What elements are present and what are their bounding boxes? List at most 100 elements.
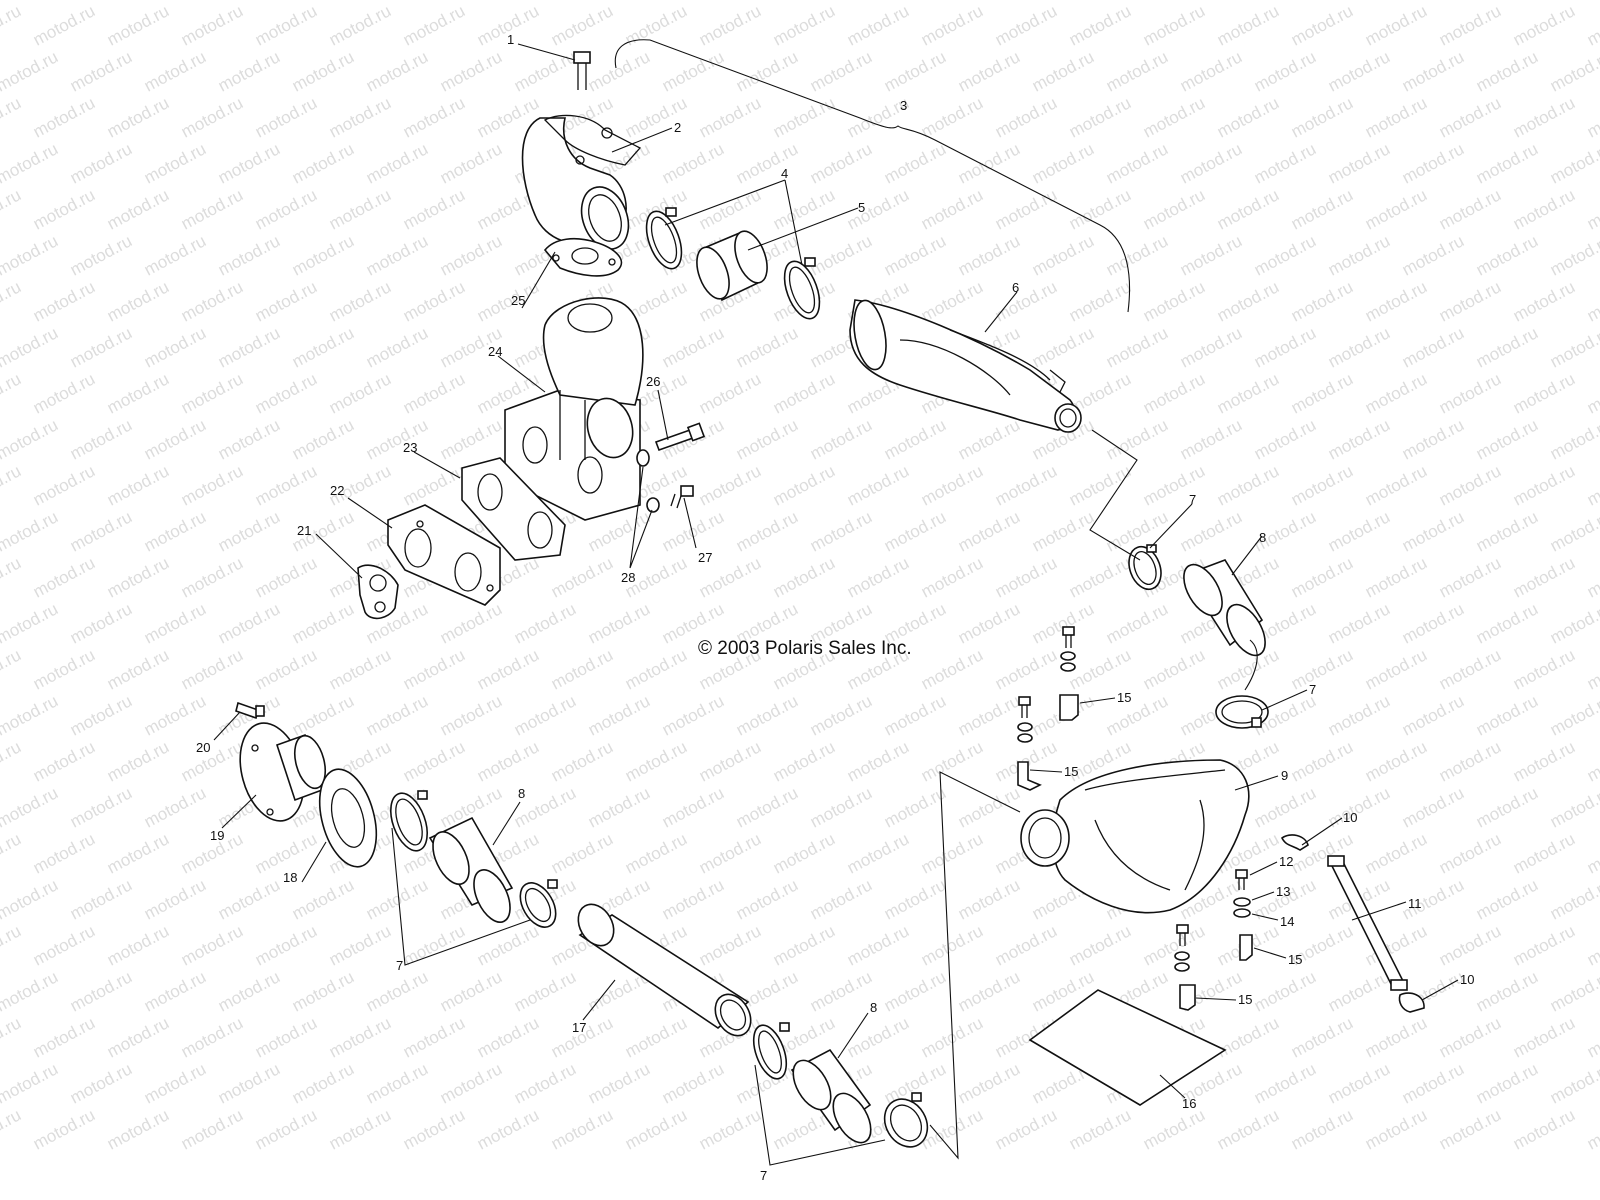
watermark-text: motod.ru — [141, 0, 209, 4]
watermark-text: motod.ru — [141, 1059, 209, 1107]
watermark-text: motod.ru — [1473, 323, 1541, 371]
watermark-text: motod.ru — [0, 691, 61, 739]
watermark-text: motod.ru — [585, 599, 653, 647]
parts-layer — [235, 51, 1425, 1148]
part-strap-11 — [1327, 855, 1408, 991]
part-exhaust-elbow-2 — [521, 114, 642, 250]
watermark-text: motod.ru — [30, 1, 98, 49]
watermark-text: motod.ru — [1362, 1013, 1430, 1061]
watermark-text: motod.ru — [807, 691, 875, 739]
watermark-text: motod.ru — [918, 277, 986, 325]
watermark-text: motod.ru — [1547, 599, 1600, 647]
watermark-text: motod.ru — [918, 1, 986, 49]
callout-5: 5 — [858, 200, 865, 215]
watermark-text: motod.ru — [659, 0, 727, 4]
callout-9: 9 — [1281, 768, 1288, 783]
watermark-text: motod.ru — [437, 691, 505, 739]
watermark-text: motod.ru — [696, 737, 764, 785]
watermark-text: motod.ru — [696, 1105, 764, 1153]
watermark-text: motod.ru — [511, 691, 579, 739]
part-clamp-7b — [1215, 695, 1269, 729]
part-clamp-4b — [783, 257, 821, 320]
watermark-text: motod.ru — [659, 323, 727, 371]
watermark-text: motod.ru — [1103, 231, 1171, 279]
watermark-text: motod.ru — [1399, 323, 1467, 371]
watermark-text: motod.ru — [1140, 185, 1208, 233]
watermark-text: motod.ru — [0, 599, 61, 647]
callout-26: 26 — [646, 374, 660, 389]
callout-19: 19 — [210, 828, 224, 843]
watermark-text: motod.ru — [696, 461, 764, 509]
watermark-text: motod.ru — [178, 277, 246, 325]
watermark-text: motod.ru — [1103, 599, 1171, 647]
callout-21: 21 — [297, 523, 311, 538]
watermark-text: motod.ru — [30, 1013, 98, 1061]
watermark-text: motod.ru — [104, 369, 172, 417]
watermark-text: motod.ru — [178, 737, 246, 785]
watermark-text: motod.ru — [437, 967, 505, 1015]
watermark-text: motod.ru — [1510, 737, 1578, 785]
watermark-text: motod.ru — [1436, 1013, 1504, 1061]
watermark-text: motod.ru — [1251, 0, 1319, 4]
watermark-text: motod.ru — [918, 645, 986, 693]
watermark-text: motod.ru — [141, 507, 209, 555]
watermark-text: motod.ru — [326, 277, 394, 325]
part-coupler-5 — [696, 230, 768, 302]
watermark-text: motod.ru — [104, 921, 172, 969]
watermark-text: motod.ru — [881, 415, 949, 463]
part-bolt-stack-15a — [1060, 626, 1076, 672]
watermark-text: motod.ru — [511, 1059, 579, 1107]
watermark-text: motod.ru — [1325, 599, 1393, 647]
watermark-text: motod.ru — [696, 1, 764, 49]
watermark-text: motod.ru — [1140, 369, 1208, 417]
watermark-text: motod.ru — [1177, 0, 1245, 4]
part-clamp-7d — [519, 879, 558, 928]
watermark-text: motod.ru — [67, 139, 135, 187]
watermark-text: motod.ru — [1288, 1013, 1356, 1061]
watermark-text: motod.ru — [400, 645, 468, 693]
watermark-text: motod.ru — [30, 1105, 98, 1153]
watermark-text: motod.ru — [30, 921, 98, 969]
watermark-text: motod.ru — [1029, 139, 1097, 187]
watermark-text: motod.ru — [659, 47, 727, 95]
watermark-text: motod.ru — [1547, 1059, 1600, 1107]
watermark-text: motod.ru — [0, 231, 61, 279]
callout-11: 11 — [1408, 896, 1422, 911]
watermark-text: motod.ru — [696, 93, 764, 141]
watermark-text: motod.ru — [770, 921, 838, 969]
watermark-text: motod.ru — [141, 875, 209, 923]
watermark-text: motod.ru — [1103, 47, 1171, 95]
watermark-text: motod.ru — [1510, 921, 1578, 969]
watermark-text: motod.ru — [844, 553, 912, 601]
watermark-text: motod.ru — [104, 737, 172, 785]
watermark-text: motod.ru — [1399, 415, 1467, 463]
watermark-text: motod.ru — [1510, 1013, 1578, 1061]
watermark-text: motod.ru — [1399, 139, 1467, 187]
watermark-text: motod.ru — [548, 737, 616, 785]
watermark-text: motod.ru — [0, 185, 24, 233]
watermark-text: motod.ru — [1436, 553, 1504, 601]
watermark-text: motod.ru — [104, 553, 172, 601]
watermark-text: motod.ru — [918, 93, 986, 141]
watermark-text: motod.ru — [1362, 645, 1430, 693]
watermark-text: motod.ru — [363, 967, 431, 1015]
watermark-text: motod.ru — [1584, 1, 1600, 49]
watermark-text: motod.ru — [400, 1013, 468, 1061]
watermark-text: motod.ru — [955, 783, 1023, 831]
watermark-text: motod.ru — [178, 461, 246, 509]
watermark-text: motod.ru — [1510, 93, 1578, 141]
watermark-text: motod.ru — [215, 1059, 283, 1107]
callout-7-right: 7 — [1309, 682, 1316, 697]
watermark-text: motod.ru — [252, 369, 320, 417]
watermark-text: motod.ru — [1399, 599, 1467, 647]
watermark-text: motod.ru — [1066, 185, 1134, 233]
callout-16: 16 — [1182, 1096, 1196, 1111]
watermark-text: motod.ru — [807, 415, 875, 463]
watermark-text: motod.ru — [1066, 553, 1134, 601]
watermark-text: motod.ru — [30, 829, 98, 877]
watermark-text: motod.ru — [437, 599, 505, 647]
watermark-text: motod.ru — [1510, 645, 1578, 693]
watermark-text: motod.ru — [807, 47, 875, 95]
watermark-text: motod.ru — [918, 829, 986, 877]
